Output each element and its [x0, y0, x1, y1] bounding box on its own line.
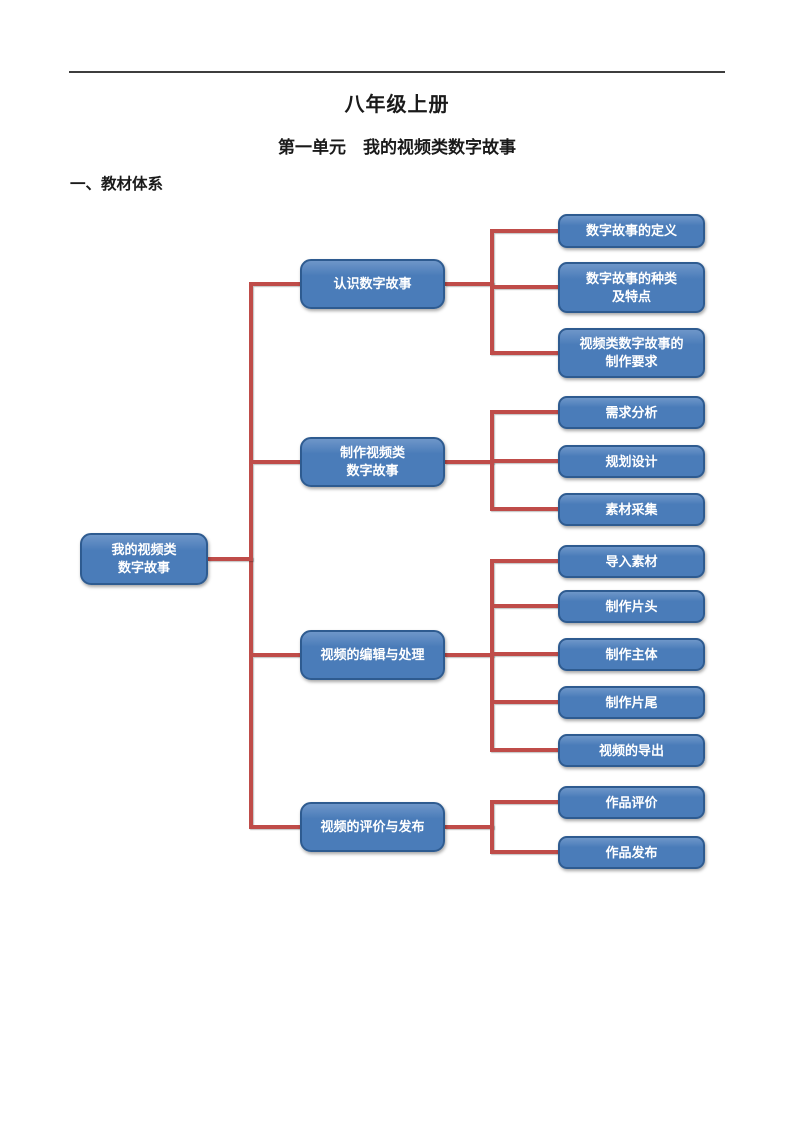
leaf-node: 作品发布 — [558, 836, 705, 869]
connector-leaf-branch — [494, 459, 558, 463]
connector-subtrunk-group-4 — [490, 800, 494, 854]
section-heading: 一、教材体系 — [70, 176, 164, 193]
connector-group-3-out — [445, 653, 494, 657]
connector-subtrunk-group-1 — [490, 229, 494, 355]
group-node-1: 认识数字故事 — [300, 259, 445, 309]
leaf-node: 导入素材 — [558, 545, 705, 578]
connector-subtrunk-group-3 — [490, 559, 494, 752]
connector-leaf-branch — [494, 850, 558, 854]
connector-root-branch — [208, 557, 253, 561]
connector-leaf-branch — [494, 507, 558, 511]
header-rule — [69, 71, 725, 73]
root-node: 我的视频类 数字故事 — [80, 533, 208, 585]
connector-leaf-branch — [494, 351, 558, 355]
leaf-node: 制作片尾 — [558, 686, 705, 719]
leaf-node: 数字故事的种类 及特点 — [558, 262, 705, 313]
group-node-4: 视频的评价与发布 — [300, 802, 445, 852]
page-title: 八年级上册 — [344, 94, 450, 116]
leaf-node: 作品评价 — [558, 786, 705, 819]
connector-leaf-branch — [494, 748, 558, 752]
connector-group-4-out — [445, 825, 494, 829]
leaf-node: 制作主体 — [558, 638, 705, 671]
connector-branch-group-2 — [253, 460, 300, 464]
connector-leaf-branch — [494, 285, 558, 289]
connector-leaf-branch — [494, 700, 558, 704]
group-node-3: 视频的编辑与处理 — [300, 630, 445, 680]
connector-branch-group-3 — [253, 653, 300, 657]
leaf-node: 数字故事的定义 — [558, 214, 705, 248]
connector-branch-group-1 — [253, 282, 300, 286]
connector-leaf-branch — [494, 410, 558, 414]
leaf-node: 视频类数字故事的 制作要求 — [558, 328, 705, 378]
group-node-2: 制作视频类 数字故事 — [300, 437, 445, 487]
leaf-node: 规划设计 — [558, 445, 705, 478]
leaf-node: 素材采集 — [558, 493, 705, 526]
connector-leaf-branch — [494, 604, 558, 608]
leaf-node: 制作片头 — [558, 590, 705, 623]
connector-branch-group-4 — [253, 825, 300, 829]
connector-subtrunk-group-2 — [490, 410, 494, 511]
connector-group-1-out — [445, 282, 494, 286]
connector-group-2-out — [445, 460, 494, 464]
connector-leaf-branch — [494, 559, 558, 563]
unit-subtitle: 第一单元 我的视频类数字故事 — [278, 138, 516, 157]
leaf-node: 需求分析 — [558, 396, 705, 429]
connector-leaf-branch — [494, 800, 558, 804]
connector-leaf-branch — [494, 229, 558, 233]
leaf-node: 视频的导出 — [558, 734, 705, 767]
connector-trunk-vertical — [249, 282, 253, 829]
connector-leaf-branch — [494, 652, 558, 656]
